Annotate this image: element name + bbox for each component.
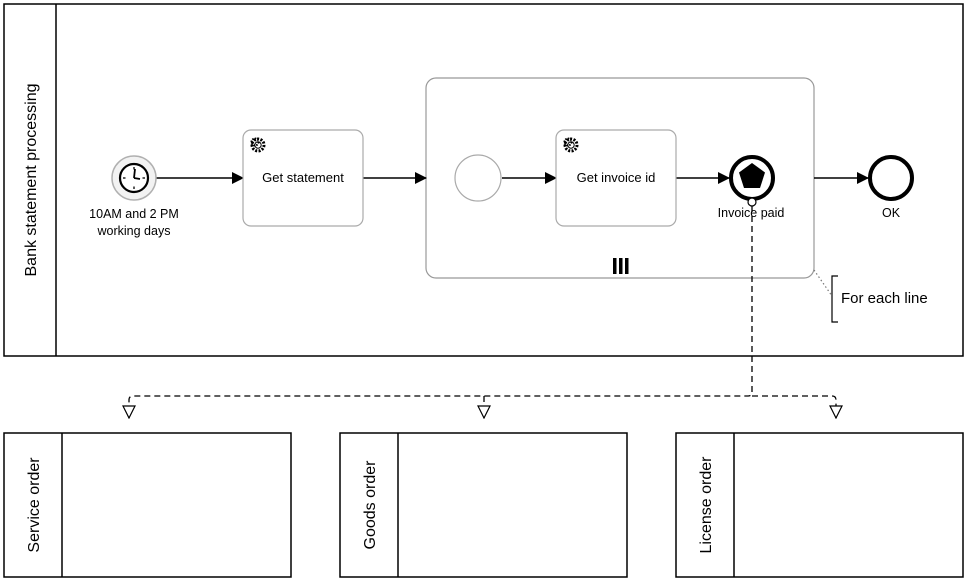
ok-end-event[interactable] [868, 155, 914, 201]
task-label-get-invoice-id: Get invoice id [577, 170, 656, 185]
pool-title-goods: Goods order [362, 460, 379, 550]
timer-label-line1: 10AM and 2 PM [89, 207, 179, 221]
task-get-invoice-id[interactable]: Get invoice id [555, 129, 677, 227]
invoice-paid-end-event[interactable] [729, 155, 775, 201]
circle-icon [454, 154, 502, 202]
gear-icon [563, 137, 579, 153]
timer-label-line2: working days [97, 224, 171, 238]
pool-goods-order[interactable]: Goods order [339, 432, 628, 578]
timer-start-event[interactable] [111, 155, 157, 201]
pool-title-main: Bank statement processing [23, 84, 40, 277]
invoice-paid-label: Invoice paid [718, 206, 785, 220]
subprocess-start-event[interactable] [454, 154, 502, 202]
parallel-multi-instance-marker [613, 258, 629, 274]
clock-icon [118, 162, 150, 194]
end-event-icon [868, 155, 914, 201]
task-label-get-statement: Get statement [262, 170, 344, 185]
pool-license-order[interactable]: License order [675, 432, 964, 578]
pool-title-service: Service order [26, 457, 43, 553]
message-flows [129, 197, 836, 418]
gear-icon [250, 137, 266, 153]
pool-title-license: License order [698, 456, 715, 554]
annotation-text: For each line [841, 290, 928, 307]
pentagon-icon [739, 163, 765, 188]
pool-service-order[interactable]: Service order [3, 432, 292, 578]
annotation-for-each-line[interactable]: For each line [813, 269, 928, 323]
task-get-statement[interactable]: Get statement [242, 129, 364, 227]
ok-label: OK [882, 206, 901, 220]
